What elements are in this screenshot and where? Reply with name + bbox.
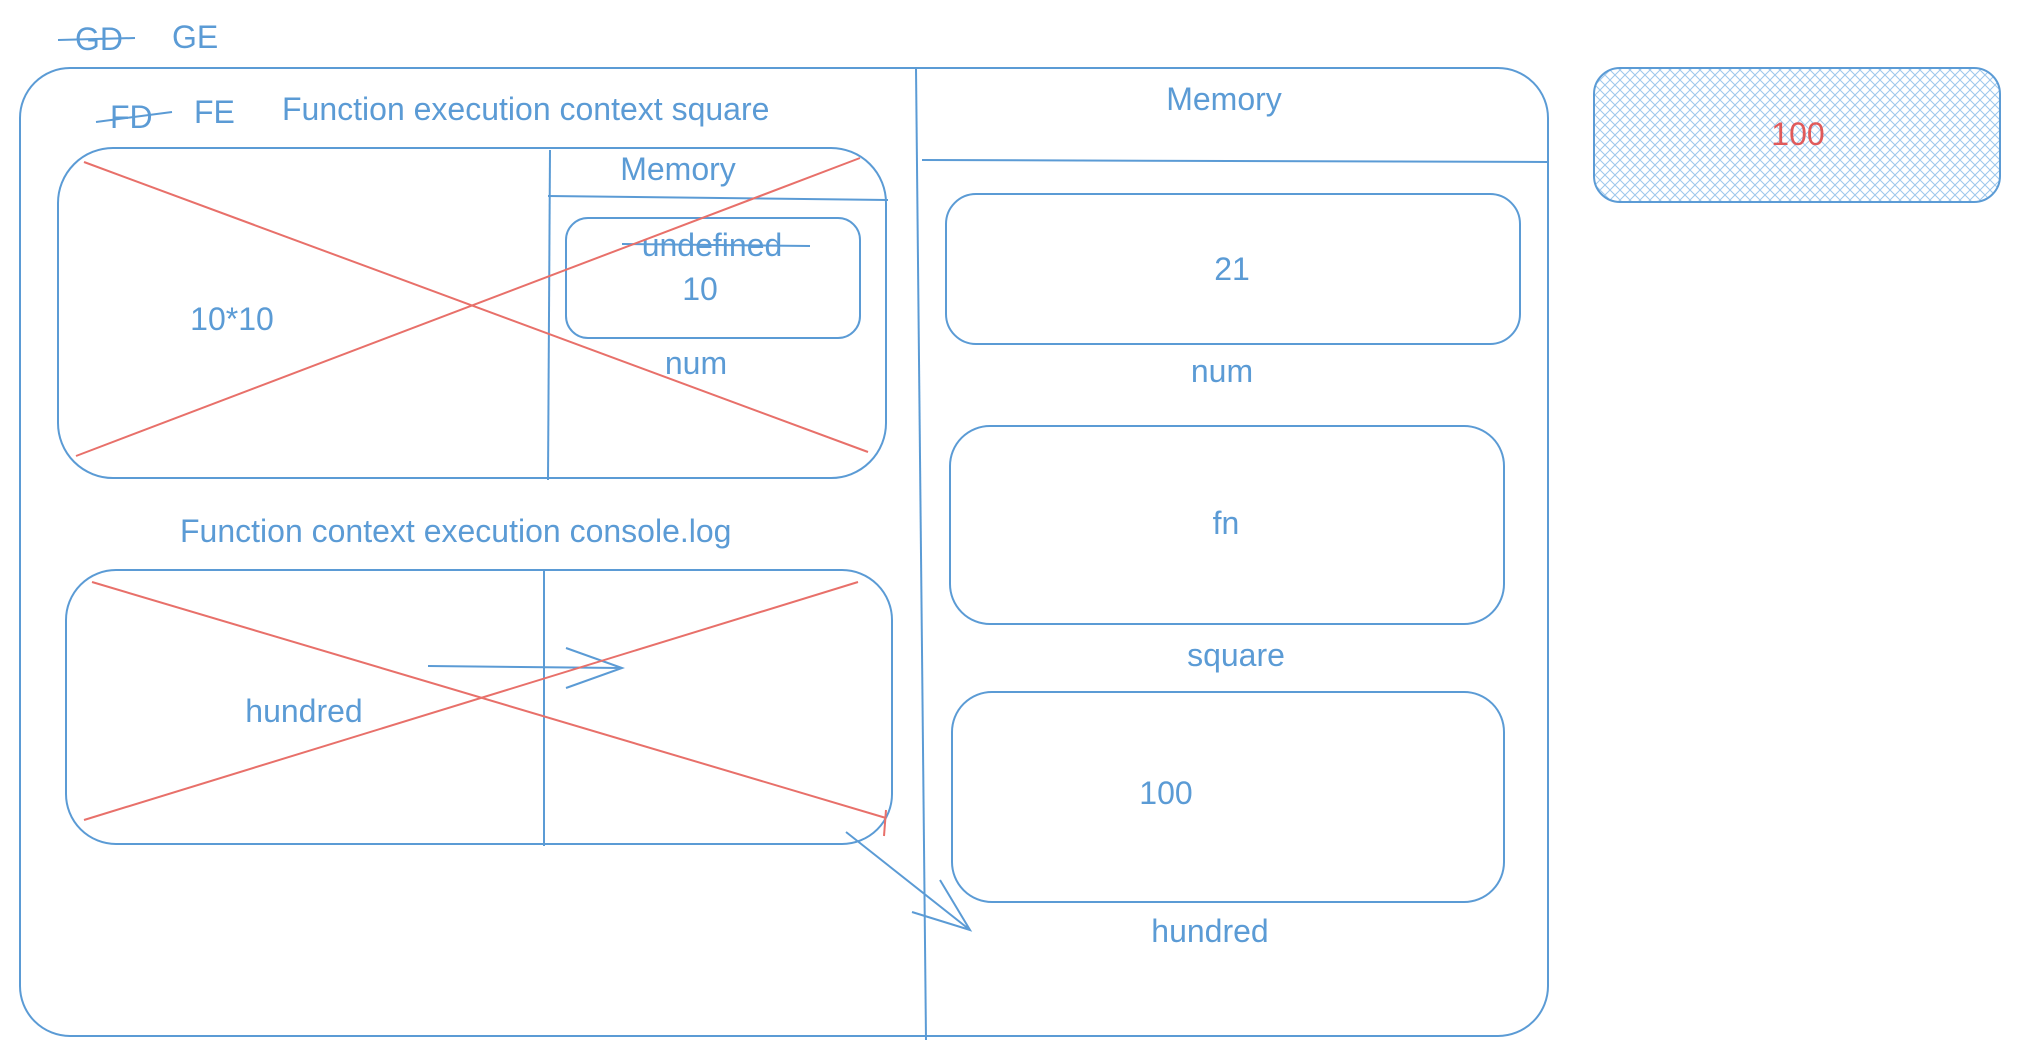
square-num-value: 10 xyxy=(682,271,718,307)
gd-strike-line xyxy=(57,37,136,41)
global-slot-hundred: 100 hundred xyxy=(951,691,1505,949)
output-arrow-icon xyxy=(845,831,973,932)
square-slot-box xyxy=(949,425,1505,625)
console-output-box xyxy=(1593,67,2001,203)
lookup-arrow-icon xyxy=(427,647,625,689)
square-context-box: Memory 10*10 undefined 10 num xyxy=(57,147,889,481)
square-context-frame xyxy=(57,147,887,479)
square-slot-name: square xyxy=(1187,637,1285,673)
square-cross-line-2 xyxy=(75,157,861,457)
console-output-value: 100 xyxy=(1771,116,1824,152)
global-execution-context-box xyxy=(19,67,1549,1037)
square-code-text: 10*10 xyxy=(190,301,274,337)
console-cross-line-1 xyxy=(91,581,887,819)
square-num-name: num xyxy=(665,345,727,381)
console-cross-tick xyxy=(883,809,887,837)
square-context-title: Function execution context square xyxy=(282,91,769,127)
global-slot-num: 21 num xyxy=(945,193,1521,389)
num-slot-name: num xyxy=(1191,353,1253,389)
num-slot-box xyxy=(945,193,1521,345)
global-divider-line xyxy=(915,67,927,1041)
global-context-header: GD GE xyxy=(57,19,218,57)
console-output: 100 xyxy=(1593,67,2001,203)
console-context-title: Function context execution console.log xyxy=(180,513,731,549)
hundred-slot-value: 100 xyxy=(1139,775,1192,811)
hundred-slot-name: hundred xyxy=(1151,913,1268,949)
square-memory-title: Memory xyxy=(620,151,736,187)
ge-label: GE xyxy=(172,19,218,55)
square-num-slot xyxy=(565,217,861,339)
console-cross-line-2 xyxy=(83,581,859,821)
global-memory-header-line xyxy=(921,159,1549,163)
console-code-text: hundred xyxy=(245,693,362,729)
square-context-header: FD FE Function execution context square xyxy=(95,91,769,135)
global-memory-title: Memory xyxy=(1166,81,1282,117)
square-slot-value: fn xyxy=(1213,505,1240,541)
square-memory-header-line xyxy=(547,195,889,201)
num-slot-value: 21 xyxy=(1214,251,1250,287)
square-cross-line-1 xyxy=(83,161,869,453)
fd-strike-line xyxy=(95,111,173,123)
console-context-frame xyxy=(65,569,893,845)
fe-label: FE xyxy=(194,94,235,130)
console-context-box: hundred xyxy=(65,569,893,846)
undefined-strike-line xyxy=(621,243,811,247)
square-context-divider xyxy=(547,149,551,481)
global-slot-square: fn square xyxy=(949,425,1505,673)
hundred-slot-box xyxy=(951,691,1505,903)
